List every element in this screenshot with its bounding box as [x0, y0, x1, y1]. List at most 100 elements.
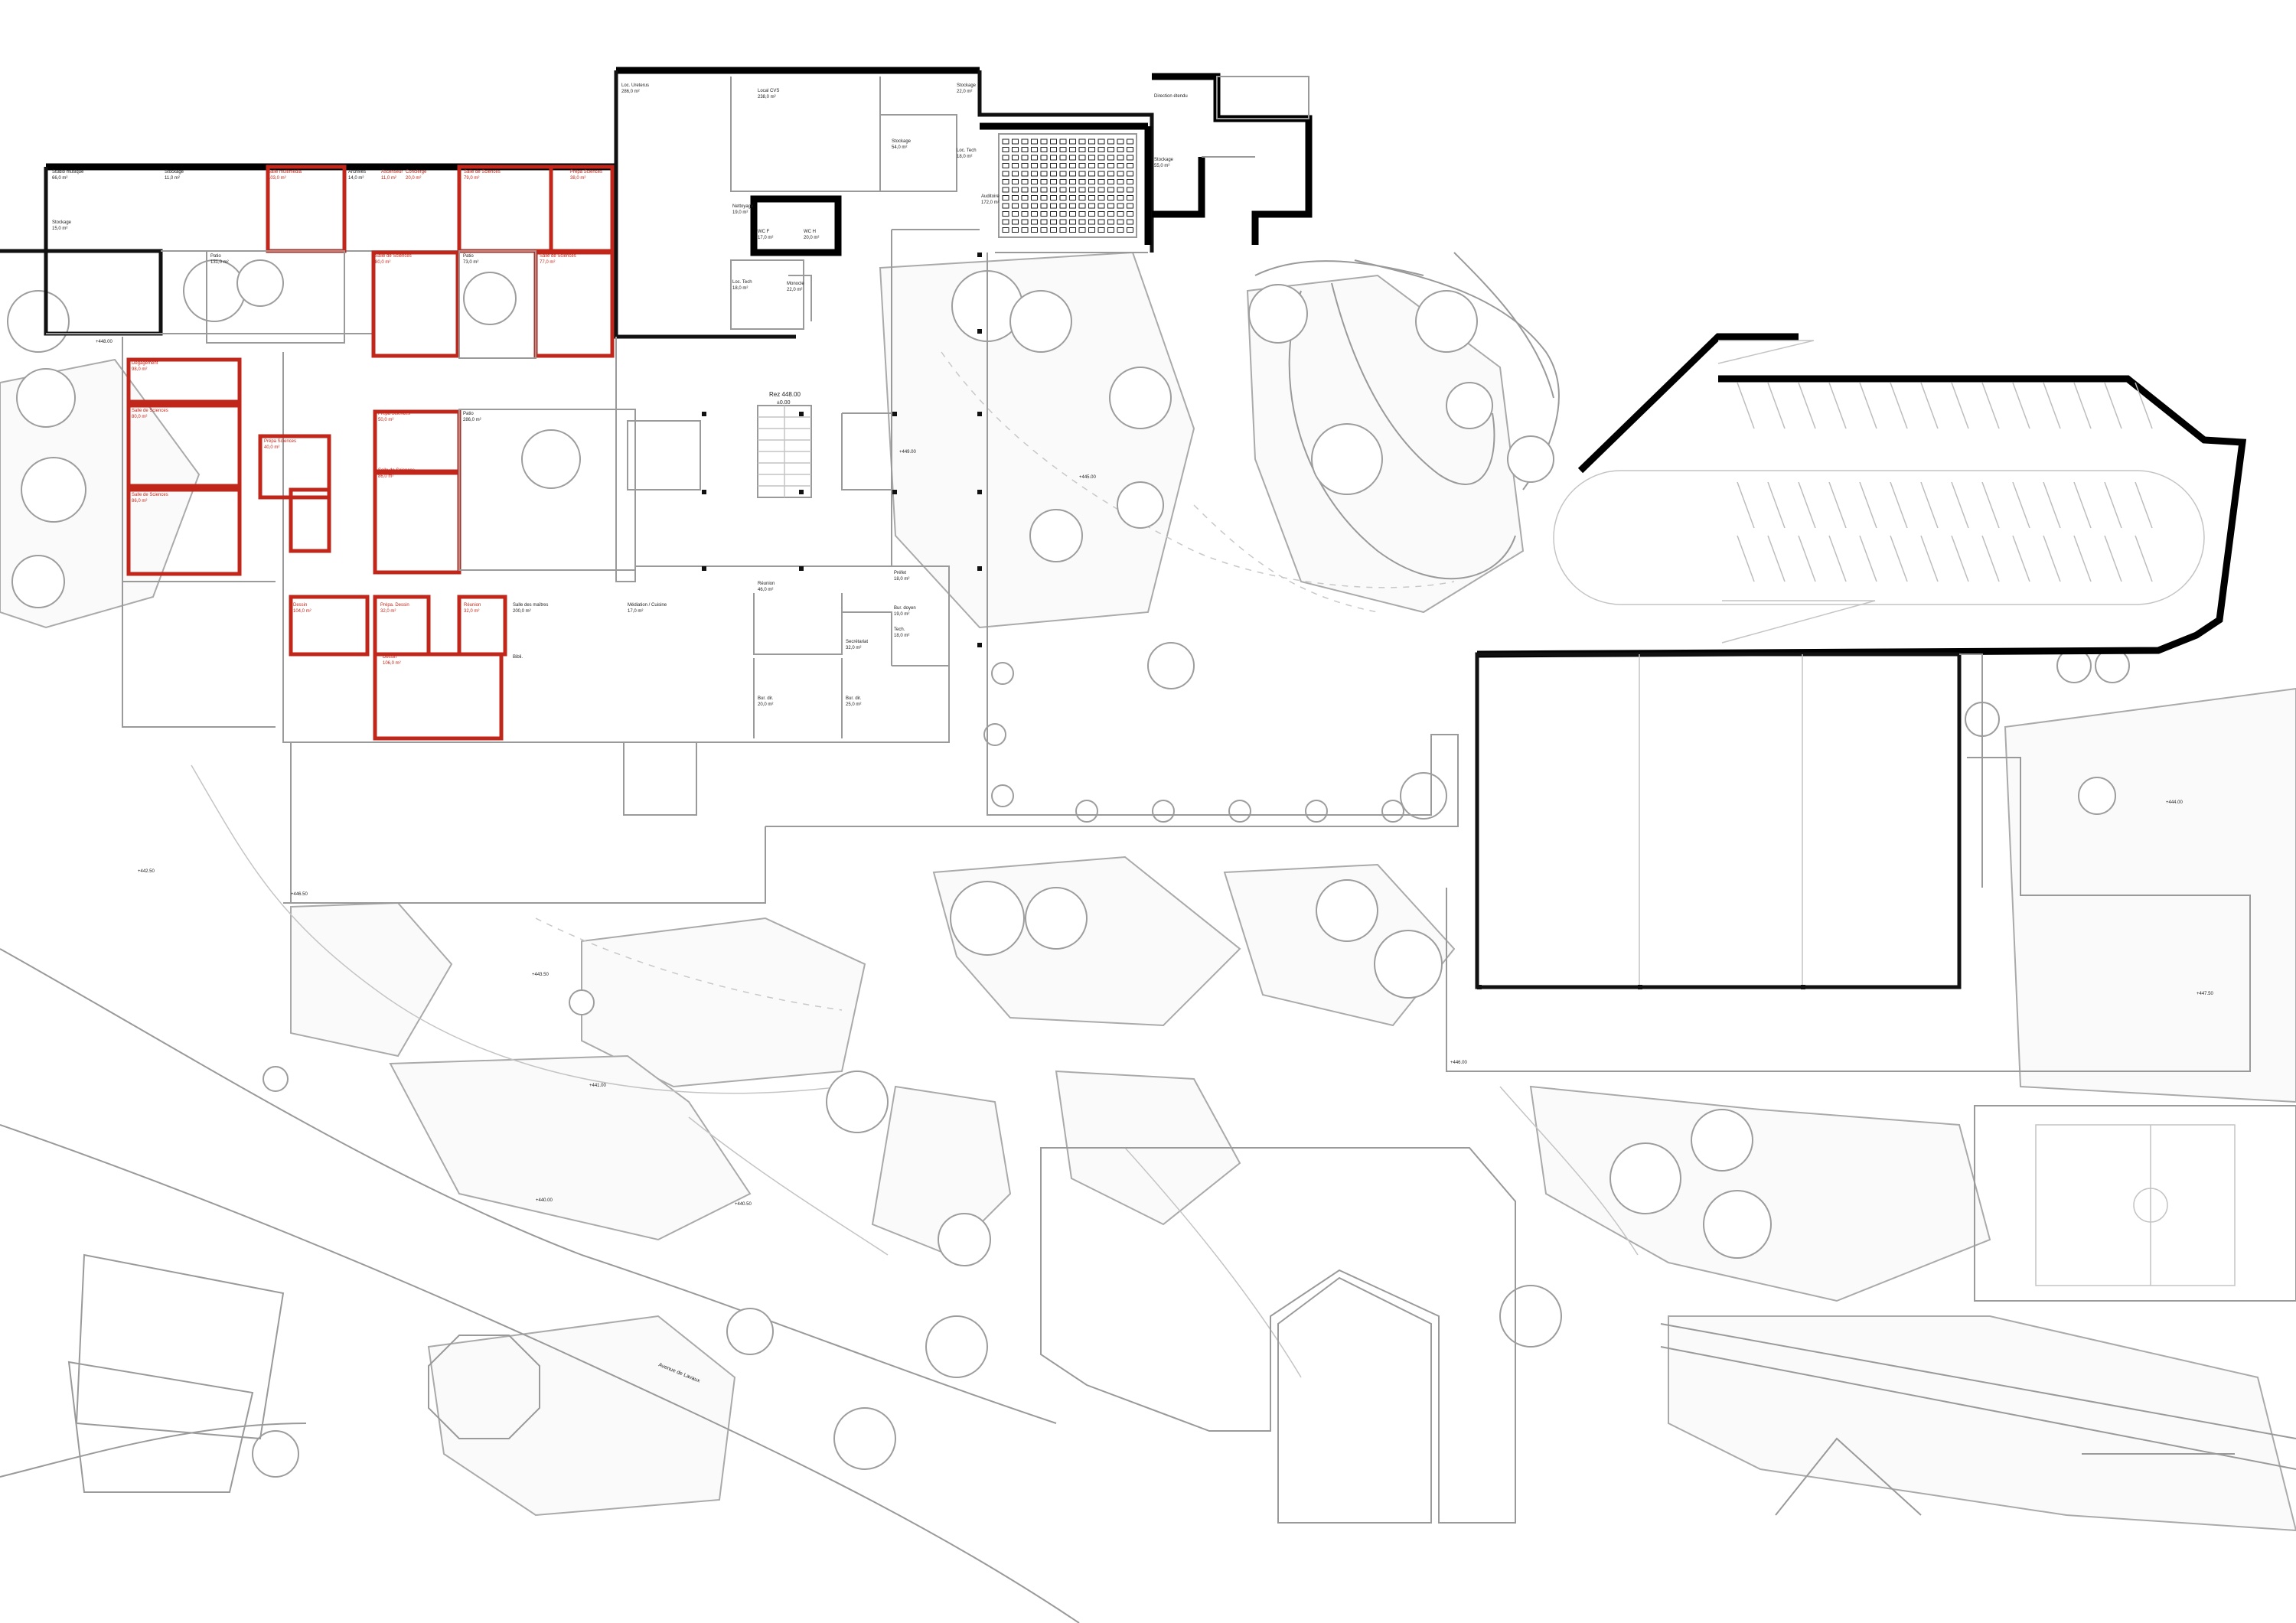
seat — [1050, 195, 1057, 200]
parking-bay-line — [1951, 535, 1969, 582]
seat — [1050, 147, 1057, 152]
room-area: 46,0 m² — [758, 588, 773, 592]
seat — [1021, 179, 1029, 184]
seat — [1127, 227, 1133, 233]
room-name: Médiation / Cuisine — [628, 603, 667, 608]
trees-layer — [7, 259, 2130, 1478]
tree — [991, 662, 1014, 685]
seat — [1097, 171, 1105, 177]
tree — [1703, 1190, 1772, 1259]
room-area: 17,0 m² — [758, 236, 773, 240]
seat — [1059, 227, 1067, 233]
parking-bay-line — [2043, 382, 2061, 429]
seat — [1088, 219, 1095, 225]
room-name: Salle de Sciences — [464, 170, 501, 174]
hall-level-label: Rez 448.00 — [769, 391, 801, 398]
room-name: Réunion — [464, 603, 481, 608]
seat — [1012, 171, 1019, 177]
room-name: Patio — [463, 412, 474, 416]
seat — [1107, 179, 1114, 184]
room-name: Réunion — [758, 582, 775, 586]
parking-bay-line — [1951, 382, 1969, 429]
seat — [1127, 187, 1133, 193]
room-name: Stockage — [892, 139, 912, 144]
parking-bay-line — [1767, 481, 1786, 529]
room-area: 32,0 m² — [846, 646, 861, 650]
room-area: 18,0 m² — [957, 155, 972, 159]
room-name: Direction étendu — [1154, 94, 1188, 99]
room-area: 22,0 m² — [787, 288, 802, 292]
seat — [1088, 179, 1095, 184]
seat — [1127, 211, 1133, 217]
room-label: Loc. Tech 18,0 m² — [957, 148, 977, 159]
seat — [1059, 211, 1067, 217]
room-name: Dessin — [383, 655, 396, 660]
room-area: 20,0 m² — [804, 236, 819, 240]
seat — [1012, 211, 1019, 217]
parking-bay-line — [1920, 481, 1939, 529]
seat — [1097, 179, 1105, 184]
room-area: 79,0 m² — [464, 176, 479, 181]
landscape-layer — [0, 251, 2296, 1623]
room-area: 20,0 m² — [406, 176, 421, 181]
seat — [1107, 155, 1114, 161]
seat — [1078, 187, 1086, 193]
seat — [1088, 163, 1095, 168]
seat — [1040, 179, 1048, 184]
seat — [1097, 187, 1105, 193]
room-name: Concierge — [406, 170, 427, 174]
room-label: Auditoire 172,0 m² — [981, 194, 1000, 205]
room-label: Salle des maîtres 200,0 m² — [513, 603, 548, 614]
room-label: Salle de Sciences 77,0 m² — [540, 254, 576, 265]
room-label: Prépa. Dessin 32,0 m² — [380, 603, 409, 614]
seat — [1021, 171, 1029, 177]
room-label: Concierge 20,0 m² — [406, 170, 427, 181]
seat — [1012, 179, 1019, 184]
level-mark: +444.00 — [2166, 800, 2183, 805]
science-room-outline — [371, 250, 460, 358]
room-label: Patio 131,0 m² — [210, 254, 229, 265]
seat — [1107, 171, 1114, 177]
room-name: Bur. doyen — [894, 606, 916, 611]
neighbour-tower — [1277, 1276, 1432, 1524]
room-label: Dessin 106,0 m² — [383, 655, 401, 666]
science-room-outline — [373, 471, 461, 575]
parking-bay-line — [2104, 382, 2122, 429]
angled-building — [75, 1253, 285, 1440]
seat — [1069, 147, 1076, 152]
room-area: 11,0 m² — [165, 176, 180, 181]
octagon-pavilion — [428, 1335, 540, 1439]
tree — [1009, 290, 1072, 353]
seat — [1002, 139, 1009, 145]
seat — [1050, 219, 1057, 225]
tree — [1311, 423, 1383, 495]
tree — [263, 1066, 289, 1092]
parking-outline — [1476, 333, 2247, 658]
seat — [1050, 139, 1057, 145]
seat — [1097, 195, 1105, 200]
room-area: 131,0 m² — [210, 260, 229, 265]
seat — [1127, 219, 1133, 225]
seat — [1021, 163, 1029, 168]
seat — [1088, 147, 1095, 152]
room-area: 14,0 m² — [348, 176, 364, 181]
seat — [1012, 187, 1019, 193]
room-label: Prépa Sciences 40,0 m² — [264, 439, 296, 450]
tree — [569, 989, 595, 1015]
seat — [1012, 219, 1019, 225]
room-area: 104,0 m² — [293, 609, 311, 614]
science-room-outline — [289, 487, 331, 553]
tree — [183, 259, 246, 322]
level-mark: +448.00 — [96, 340, 113, 344]
room-name: Nettoyage — [732, 204, 754, 209]
seat — [1002, 195, 1009, 200]
seat — [1040, 187, 1048, 193]
tree — [1316, 879, 1378, 942]
room-name: Préfet — [894, 571, 906, 575]
seat — [1002, 163, 1009, 168]
seat — [1040, 195, 1048, 200]
science-room-outline — [126, 357, 242, 404]
room-name: Archives — [348, 170, 366, 174]
parking-bay-line — [1981, 535, 2000, 582]
parking-bay-line — [1920, 535, 1939, 582]
